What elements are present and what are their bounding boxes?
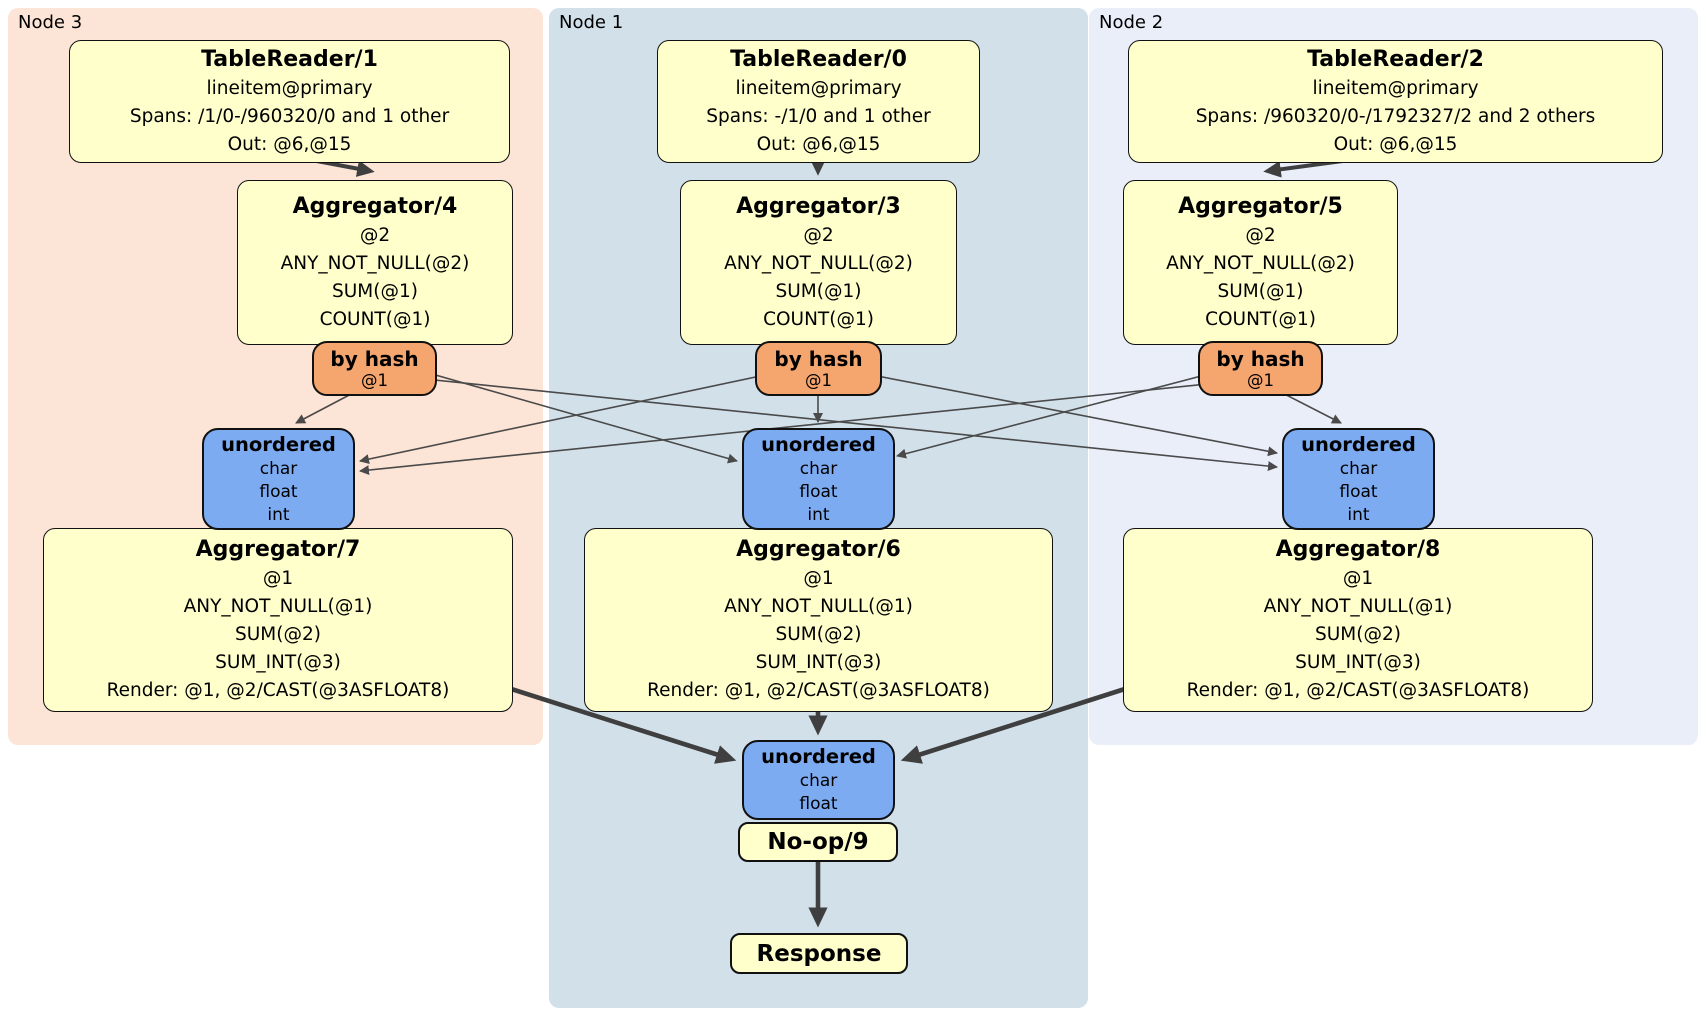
box-line: SUM(@2) xyxy=(1315,624,1401,645)
sync-unordered-node3: unordered char float int xyxy=(202,428,355,530)
box-line: Out: @6,@15 xyxy=(756,133,881,155)
sync-item: int xyxy=(807,504,830,525)
box-line: Render: @1, @2/CAST(@3ASFLOAT8) xyxy=(647,680,990,701)
box-title: Aggregator/8 xyxy=(1275,537,1441,562)
box-line: ANY_NOT_NULL(@1) xyxy=(183,596,373,617)
box-line: SUM(@2) xyxy=(235,624,321,645)
router-title: by hash xyxy=(330,346,419,371)
box-line: @2 xyxy=(359,224,391,246)
router-detail: @1 xyxy=(361,370,388,390)
sync-title: unordered xyxy=(761,745,876,768)
sync-title: unordered xyxy=(761,432,876,456)
edge-agg7-finalsync xyxy=(504,684,737,764)
node3-label: Node 3 xyxy=(18,12,83,33)
sync-title: unordered xyxy=(1301,432,1416,456)
sync-item: float xyxy=(259,481,298,502)
box-line: Spans: -/1/0 and 1 other xyxy=(706,105,931,127)
router-detail: @1 xyxy=(1247,370,1274,390)
sync-item: float xyxy=(1339,481,1378,502)
edge-router1-sync2 xyxy=(871,374,1278,457)
box-line: Render: @1, @2/CAST(@3ASFLOAT8) xyxy=(106,680,450,701)
sync-item: char xyxy=(1339,458,1378,479)
box-line: Spans: /960320/0-/1792327/2 and 2 others xyxy=(1195,105,1596,127)
box-line: Out: @6,@15 xyxy=(1333,133,1458,155)
noop-9-box: No-op/9 xyxy=(738,822,898,862)
sync-item: float xyxy=(799,481,838,502)
response-box: Response xyxy=(730,933,908,974)
sync-title: unordered xyxy=(221,432,336,456)
router-by-hash-node2: by hash @1 xyxy=(1198,341,1323,396)
box-line: @1 xyxy=(1342,568,1374,589)
sync-item: char xyxy=(799,458,838,479)
box-line: SUM(@1) xyxy=(332,280,418,302)
sync-unordered-node2: unordered char float int xyxy=(1282,428,1435,530)
aggregator-5-box: Aggregator/5 @2 ANY_NOT_NULL(@2) SUM(@1)… xyxy=(1123,180,1398,345)
box-line: ANY_NOT_NULL(@2) xyxy=(1166,252,1355,274)
sync-item: char xyxy=(799,771,838,791)
box-line: lineitem@primary xyxy=(735,77,902,99)
edge-router2-sync3 xyxy=(359,378,1257,476)
box-line: lineitem@primary xyxy=(1312,77,1479,99)
sync-item: float xyxy=(799,794,838,814)
router-title: by hash xyxy=(774,346,863,371)
box-line: @1 xyxy=(803,568,834,589)
box-line: @1 xyxy=(262,568,294,589)
box-line: SUM(@1) xyxy=(1217,280,1304,302)
node1-label: Node 1 xyxy=(559,12,624,33)
router-detail: @1 xyxy=(805,370,832,390)
node2-label: Node 2 xyxy=(1099,12,1164,33)
aggregator-6-box: Aggregator/6 @1 ANY_NOT_NULL(@1) SUM(@2)… xyxy=(584,528,1053,712)
router-by-hash-node1: by hash @1 xyxy=(755,341,882,396)
box-line: lineitem@primary xyxy=(206,77,373,99)
box-line: ANY_NOT_NULL(@1) xyxy=(724,596,913,617)
aggregator-8-box: Aggregator/8 @1 ANY_NOT_NULL(@1) SUM(@2)… xyxy=(1123,528,1593,712)
box-line: ANY_NOT_NULL(@2) xyxy=(280,252,470,274)
box-line: SUM_INT(@3) xyxy=(215,652,341,673)
box-line: @2 xyxy=(1245,224,1276,246)
box-title: TableReader/1 xyxy=(201,46,378,72)
box-line: COUNT(@1) xyxy=(1205,308,1316,330)
box-line: @2 xyxy=(803,224,834,246)
sync-item: int xyxy=(1347,504,1370,525)
edge-router1-sync3 xyxy=(359,374,766,465)
box-line: COUNT(@1) xyxy=(763,308,874,330)
edge-agg8-finalsync xyxy=(900,684,1132,764)
edge-router2-sync1 xyxy=(896,374,1206,459)
router-title: by hash xyxy=(1216,346,1305,371)
box-line: SUM(@1) xyxy=(775,280,862,302)
box-line: SUM(@2) xyxy=(775,624,862,645)
sync-item: int xyxy=(267,504,290,525)
box-title: Aggregator/3 xyxy=(736,193,901,219)
box-line: ANY_NOT_NULL(@2) xyxy=(724,252,913,274)
box-line: Out: @6,@15 xyxy=(227,133,352,155)
sync-unordered-final: unordered char float xyxy=(742,740,895,820)
box-line: SUM_INT(@3) xyxy=(1295,652,1421,673)
box-title: TableReader/0 xyxy=(730,46,907,72)
box-line: Render: @1, @2/CAST(@3ASFLOAT8) xyxy=(1186,680,1530,701)
sync-unordered-node1: unordered char float int xyxy=(742,428,895,530)
box-line: Spans: /1/0-/960320/0 and 1 other xyxy=(129,105,450,127)
tablereader-2-box: TableReader/2 lineitem@primary Spans: /9… xyxy=(1128,40,1663,163)
box-line: ANY_NOT_NULL(@1) xyxy=(1263,596,1453,617)
box-title: TableReader/2 xyxy=(1307,46,1484,72)
box-title: Aggregator/5 xyxy=(1178,193,1343,219)
box-line: SUM_INT(@3) xyxy=(755,652,882,673)
box-line: COUNT(@1) xyxy=(319,308,431,330)
edge-router3-sync2 xyxy=(424,378,1278,472)
aggregator-3-box: Aggregator/3 @2 ANY_NOT_NULL(@2) SUM(@1)… xyxy=(680,180,957,345)
aggregator-7-box: Aggregator/7 @1 ANY_NOT_NULL(@1) SUM(@2)… xyxy=(43,528,513,712)
tablereader-1-box: TableReader/1 lineitem@primary Spans: /1… xyxy=(69,40,510,163)
box-title: Aggregator/6 xyxy=(736,537,901,562)
tablereader-0-box: TableReader/0 lineitem@primary Spans: -/… xyxy=(657,40,980,163)
box-title: Aggregator/7 xyxy=(195,537,361,562)
sync-item: char xyxy=(259,458,298,479)
router-by-hash-node3: by hash @1 xyxy=(312,341,437,396)
edge-router3-sync1 xyxy=(424,371,738,464)
aggregator-4-box: Aggregator/4 @2 ANY_NOT_NULL(@2) SUM(@1)… xyxy=(237,180,513,345)
box-title: Aggregator/4 xyxy=(292,193,458,219)
